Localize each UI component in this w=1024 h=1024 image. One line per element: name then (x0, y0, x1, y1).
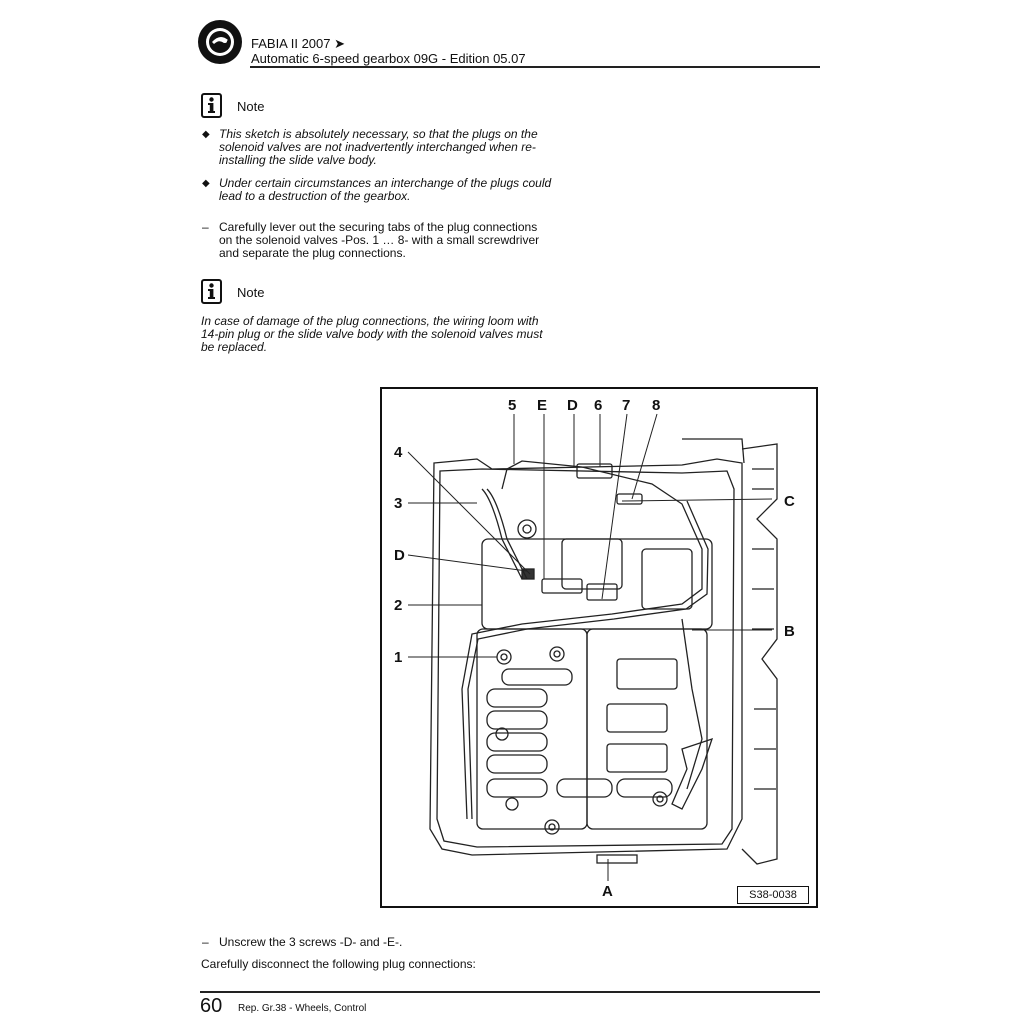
model-line: FABIA II 2007 ➤ (251, 36, 346, 51)
footer-rule (200, 991, 820, 993)
figure-reference: S38-0038 (737, 886, 809, 904)
note-text: In case of damage of the plug connection… (201, 314, 543, 354)
callout-5: 5 (508, 397, 517, 414)
bullet-icon: ◆ (202, 129, 210, 140)
instruction-text: Carefully disconnect the following plug … (201, 957, 476, 971)
skoda-logo (198, 20, 242, 64)
callout-A: A (602, 883, 613, 900)
callout-6: 6 (594, 397, 603, 414)
callout-D-top: D (567, 397, 578, 414)
callout-C: C (784, 493, 795, 510)
footer-section: Rep. Gr.38 - Wheels, Control (238, 1003, 367, 1014)
bullet-text: This sketch is absolutely necessary, so … (219, 127, 538, 167)
step-dash: – (202, 220, 209, 234)
note-label: Note (237, 285, 265, 300)
callout-E: E (537, 397, 548, 414)
bullet-icon: ◆ (202, 178, 210, 189)
manual-subtitle: Automatic 6-speed gearbox 09G - Edition … (251, 51, 526, 66)
step-text: Unscrew the 3 screws -D- and -E-. (219, 935, 403, 949)
callout-2: 2 (394, 597, 403, 614)
callout-3: 3 (394, 495, 403, 512)
step-dash: – (202, 935, 209, 949)
page-number: 60 (200, 995, 223, 1017)
info-icon (201, 279, 222, 304)
step-text: Carefully lever out the securing tabs of… (219, 220, 540, 260)
figure-frame: 5 E D 6 7 8 4 3 D 2 1 C B A (380, 387, 818, 908)
callout-B: B (784, 623, 795, 640)
callout-4: 4 (394, 444, 403, 461)
callout-7: 7 (622, 397, 631, 414)
header-rule (250, 66, 820, 68)
bullet-text: Under certain circumstances an interchan… (219, 176, 552, 203)
callout-D-left: D (394, 547, 405, 564)
note-label: Note (237, 99, 265, 114)
info-icon (201, 93, 222, 118)
callout-1: 1 (394, 649, 403, 666)
gearbox-drawing (407, 413, 778, 881)
callout-8: 8 (652, 397, 661, 414)
